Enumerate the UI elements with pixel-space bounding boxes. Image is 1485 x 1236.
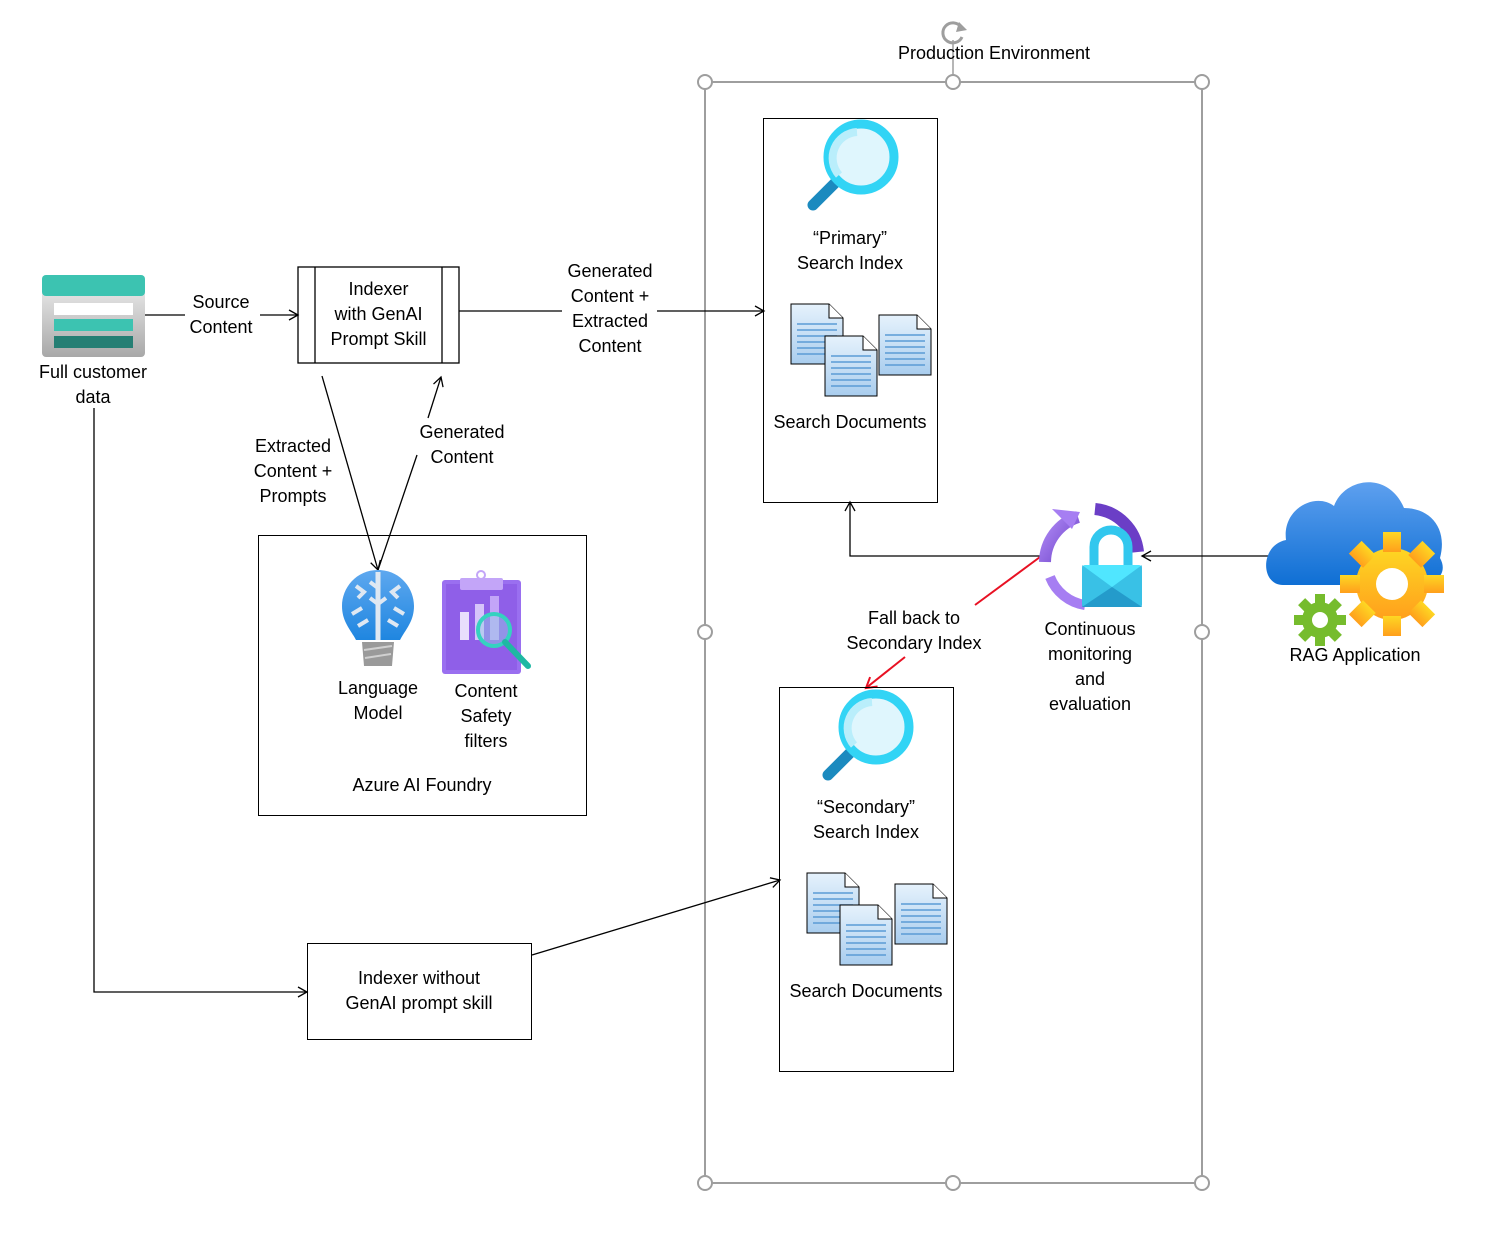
- secondary-index-node[interactable]: [779, 687, 954, 1072]
- fallback-label: Fall back to Secondary Index: [846, 608, 982, 653]
- edge-to-llm-label: Extracted Content + Prompts: [253, 436, 333, 506]
- indexer-plain-label: Indexer without GenAI prompt skill: [345, 968, 493, 1013]
- source-label: Full customer data: [38, 362, 148, 407]
- fallback-edge-a: [974, 556, 1041, 606]
- resize-handle-top[interactable]: [945, 74, 961, 90]
- content-safety-label: Content Safety filters: [454, 681, 518, 751]
- resize-handle-bottom-right[interactable]: [1194, 1175, 1210, 1191]
- source-content-edge-label: Source Content: [189, 292, 253, 337]
- language-model-label: Language Model: [337, 678, 419, 723]
- secondary-docs-label: Search Documents: [789, 981, 943, 1001]
- monitoring-icon: [1039, 503, 1144, 610]
- primary-docs-label: Search Documents: [773, 412, 927, 432]
- production-environment-title: Production Environment: [897, 43, 1091, 63]
- edge-monitor-to-primary: [844, 500, 1040, 557]
- fallback-edge-b: [864, 656, 906, 690]
- edge-llm-to-indexer-a: [377, 454, 418, 571]
- edge-to-primary-label: Generated Content + Extracted Content: [567, 261, 653, 356]
- resize-handle-bottom-left[interactable]: [697, 1175, 713, 1191]
- primary-index-title: “Primary” Search Index: [796, 228, 904, 273]
- indexer-genai-node[interactable]: [297, 266, 460, 364]
- language-model-icon: [342, 570, 414, 666]
- edge-plain-indexer-to-secondary: [531, 877, 782, 956]
- rotate-handle-icon[interactable]: [941, 21, 967, 45]
- resize-handle-right[interactable]: [1194, 624, 1210, 640]
- azure-ai-foundry-node[interactable]: [258, 535, 587, 816]
- resize-handle-bottom[interactable]: [945, 1175, 961, 1191]
- storage-table-icon: [42, 275, 145, 357]
- edge-source-to-plain-indexer: [93, 408, 309, 998]
- primary-index-node[interactable]: [763, 118, 938, 503]
- edge-llm-to-indexer-b: [427, 375, 444, 419]
- resize-handle-left[interactable]: [697, 624, 713, 640]
- indexer-plain-node[interactable]: [307, 943, 532, 1040]
- indexer-genai-label: Indexer with GenAI Prompt Skill: [330, 279, 427, 349]
- resize-handle-top-right[interactable]: [1194, 74, 1210, 90]
- monitoring-label: Continuous monitoring and evaluation: [1044, 619, 1136, 714]
- resize-handle-top-left[interactable]: [697, 74, 713, 90]
- secondary-index-title: “Secondary” Search Index: [812, 797, 920, 842]
- rag-application-label: RAG Application: [1289, 645, 1421, 665]
- azure-ai-foundry-label: Azure AI Foundry: [352, 775, 492, 795]
- content-safety-icon: [442, 570, 531, 674]
- edge-indexer-to-llm: [321, 375, 381, 572]
- rag-application-icon: [1266, 482, 1444, 646]
- edge-from-llm-label: Generated Content: [419, 422, 505, 467]
